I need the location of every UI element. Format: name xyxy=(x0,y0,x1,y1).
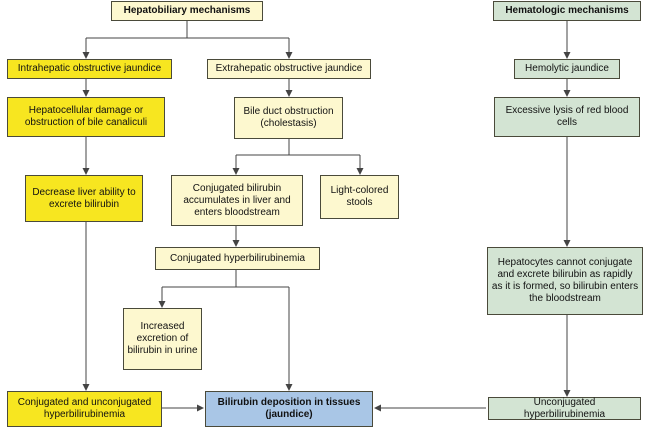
bilirubin-deposition-box: Bilirubin deposition in tissues (jaundic… xyxy=(205,391,373,427)
hematologic-mechanisms-box: Hematologic mechanisms xyxy=(493,1,641,21)
light-stools-label: Light-colored stools xyxy=(330,185,389,208)
conj-accumulates-label: Conjugated bilirubin accumulates in live… xyxy=(183,182,291,218)
hematologic-label: Hematologic mechanisms xyxy=(505,5,629,16)
light-colored-stools-box: Light-colored stools xyxy=(320,175,399,219)
hepatocytes-cannot-conjugate-box: Hepatocytes cannot conjugate and excrete… xyxy=(487,247,643,315)
unconj-hyper-label: Unconjugated hyperbilirubinemia xyxy=(523,396,606,420)
conjugated-unconjugated-box: Conjugated and unconjugated hyperbilirub… xyxy=(7,391,162,427)
hepatobiliary-label: Hepatobiliary mechanisms xyxy=(123,5,251,16)
hepatocellular-damage-box: Hepatocellular damage or obstruction of … xyxy=(7,97,165,137)
bile-duct-label: Bile duct obstruction (cholestasis) xyxy=(243,106,334,129)
conj-unconj-label: Conjugated and unconjugated hyperbilirub… xyxy=(17,397,152,420)
conjugated-accumulates-box: Conjugated bilirubin accumulates in live… xyxy=(171,175,303,226)
decrease-liver-label: Decrease liver ability to excrete biliru… xyxy=(32,186,136,210)
extrahepatic-jaundice-box: Extrahepatic obstructive jaundice xyxy=(207,59,371,79)
conj-hyper-label: Conjugated hyperbilirubinemia xyxy=(169,252,306,264)
excessive-lysis-label: Excessive lysis of red blood cells xyxy=(505,105,629,128)
decrease-liver-ability-box: Decrease liver ability to excrete biliru… xyxy=(25,175,143,222)
hepatocellular-label: Hepatocellular damage or obstruction of … xyxy=(24,105,148,128)
hemolytic-label: Hemolytic jaundice xyxy=(525,63,609,74)
extrahepatic-label: Extrahepatic obstructive jaundice xyxy=(215,63,363,74)
hemolytic-jaundice-box: Hemolytic jaundice xyxy=(514,59,620,79)
excessive-lysis-box: Excessive lysis of red blood cells xyxy=(494,97,640,137)
unconjugated-hyperbilirubinemia-box: Unconjugated hyperbilirubinemia xyxy=(488,397,641,420)
bile-duct-obstruction-box: Bile duct obstruction (cholestasis) xyxy=(234,97,343,139)
intrahepatic-label: Intrahepatic obstructive jaundice xyxy=(17,63,162,74)
hepatocytes-label: Hepatocytes cannot conjugate and excrete… xyxy=(491,257,639,304)
increased-excretion-box: Increased excretion of bilirubin in urin… xyxy=(123,308,202,370)
deposition-label: Bilirubin deposition in tissues (jaundic… xyxy=(217,397,361,420)
increased-excretion-label: Increased excretion of bilirubin in urin… xyxy=(127,321,198,356)
conjugated-hyperbilirubinemia-box: Conjugated hyperbilirubinemia xyxy=(155,247,320,270)
hepatobiliary-mechanisms-box: Hepatobiliary mechanisms xyxy=(111,1,263,21)
intrahepatic-jaundice-box: Intrahepatic obstructive jaundice xyxy=(7,59,172,79)
